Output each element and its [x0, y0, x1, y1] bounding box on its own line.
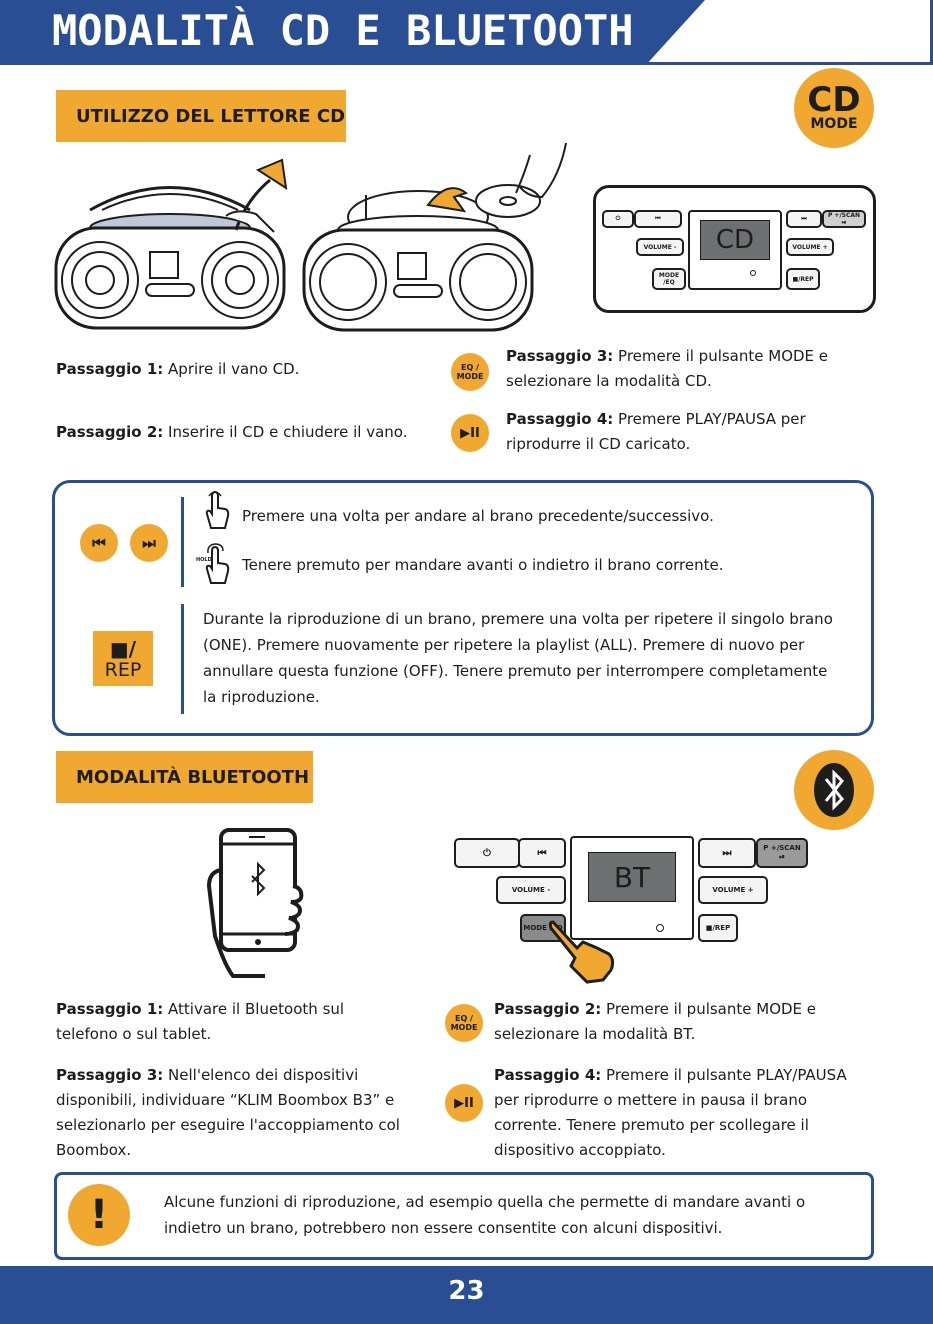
- bt-step-4-label: Passaggio 4:: [494, 1066, 602, 1084]
- warning-box: [54, 1172, 874, 1260]
- bluetooth-badge: [794, 750, 874, 830]
- cd-step-1-text: Aprire il vano CD.: [163, 360, 300, 378]
- bt-pscan-button[interactable]: P +/SCAN ⏯: [756, 838, 808, 868]
- cd-eq-mode-badge-text: EQ / MODE: [456, 363, 484, 381]
- cd-display-frame: CD: [688, 210, 782, 290]
- cd-pscan-label: P +/SCAN: [827, 212, 861, 219]
- bt-step-3: Passaggio 3: Nell'elenco dei dispositivi…: [56, 1063, 416, 1163]
- cd-control-panel: ⏻ ⏮ VOLUME - MODE /EQ CD ⏭ P +/SCAN ⏯ VO…: [593, 185, 876, 313]
- hold-label: HOLD: [196, 557, 212, 563]
- bt-pscan-label: P +/SCAN: [763, 844, 801, 852]
- rep-button-icon-top: ■/: [109, 636, 137, 661]
- pointing-hand-icon: [548, 920, 615, 984]
- info-divider-1: [181, 497, 184, 587]
- bt-step-4-text: Premere il pulsante PLAY/PAUSA per ripro…: [494, 1066, 847, 1159]
- cd-mode-badge-small: MODE: [810, 116, 858, 132]
- tap-finger-icon: [205, 490, 230, 529]
- cd-sensor-dot: [750, 270, 756, 276]
- cd-step-2-text: Inserire il CD e chiudere il vano.: [163, 423, 408, 441]
- warning-text: Alcune funzioni di riproduzione, ad esem…: [164, 1193, 806, 1237]
- next-track-icon-glyph: ⏭: [142, 533, 156, 552]
- cd-pscan-button[interactable]: P +/SCAN ⏯: [822, 210, 866, 228]
- bt-prev-button[interactable]: ⏮: [518, 838, 566, 868]
- cd-pscan-play-icon: ⏯: [841, 219, 847, 226]
- cd-mode-badge: CD MODE: [794, 68, 874, 148]
- bt-step-3-label: Passaggio 3:: [56, 1066, 164, 1084]
- bt-step-4: Passaggio 4: Premere il pulsante PLAY/PA…: [494, 1063, 874, 1163]
- cd-step-1: Passaggio 1: Aprire il vano CD.: [56, 357, 426, 382]
- cd-prev-button[interactable]: ⏮: [634, 210, 682, 228]
- cd-mode-eq-button[interactable]: MODE /EQ: [652, 268, 686, 290]
- bt-step-1: Passaggio 1: Attivare il Bluetooth sul t…: [56, 997, 386, 1047]
- cd-step-3-text: Premere il pulsante MODE e selezionare l…: [506, 347, 829, 390]
- bt-step-1-label: Passaggio 1:: [56, 1000, 164, 1018]
- boombox-insert-illustration: [302, 142, 567, 332]
- bt-display-text: BT: [613, 860, 651, 894]
- cd-step-3-label: Passaggio 3:: [506, 347, 614, 365]
- cd-display-text: CD: [715, 225, 755, 255]
- rep-button-icon-bottom: REP: [104, 658, 142, 681]
- hold-finger-icon: [205, 543, 230, 584]
- cd-power-button[interactable]: ⏻: [602, 210, 634, 228]
- cd-display-screen: CD: [700, 220, 770, 260]
- rep-button-icon: ■/ REP: [93, 631, 153, 686]
- page-number: 23: [448, 1276, 485, 1306]
- cd-step-4-text: Premere PLAY/PAUSA per riprodurre il CD …: [506, 410, 806, 453]
- header-rule: [0, 62, 933, 65]
- bt-display-screen: BT: [588, 852, 676, 902]
- header-band: [0, 0, 705, 62]
- press-hold-text: Tenere premuto per mandare avanti o indi…: [242, 556, 724, 574]
- bt-sensor-dot: [656, 924, 664, 932]
- bluetooth-icon: [814, 763, 854, 817]
- bt-step-3-text: Nell'elenco dei dispositivi disponibili,…: [56, 1066, 400, 1159]
- prev-track-icon: ⏮: [80, 524, 118, 562]
- cd-step-3: Passaggio 3: Premere il pulsante MODE e …: [506, 344, 866, 394]
- bt-eq-mode-badge: EQ / MODE: [445, 1004, 483, 1042]
- cd-step-2: Passaggio 2: Inserire il CD e chiudere i…: [56, 420, 436, 445]
- page-title: MODALITÀ CD E BLUETOOTH: [52, 6, 634, 55]
- footer-band: [0, 1266, 933, 1324]
- bt-vol-plus-button[interactable]: VOLUME +: [698, 876, 768, 904]
- phone-illustration: [206, 828, 304, 978]
- cd-play-pause-icon: ▶II: [460, 425, 480, 441]
- bt-eq-mode-badge-text: EQ / MODE: [450, 1014, 478, 1032]
- bt-power-button[interactable]: ⏻: [454, 838, 520, 868]
- cd-eq-mode-badge: EQ / MODE: [451, 353, 489, 391]
- cd-vol-minus-button[interactable]: VOLUME -: [636, 238, 684, 256]
- bt-step-1-text: Attivare il Bluetooth sul telefono o sul…: [56, 1000, 345, 1043]
- bt-step-2-label: Passaggio 2:: [494, 1000, 602, 1018]
- bt-pscan-play-icon: ⏯: [779, 853, 785, 861]
- bt-section-label: MODALITÀ BLUETOOTH: [56, 751, 313, 803]
- prev-track-icon-glyph: ⏮: [92, 533, 106, 552]
- bt-vol-minus-button[interactable]: VOLUME -: [496, 876, 566, 904]
- info-box: [52, 480, 874, 736]
- bt-display-frame: BT: [570, 836, 694, 940]
- warning-icon-glyph: !: [89, 1192, 109, 1238]
- cd-step-4: Passaggio 4: Premere PLAY/PAUSA per ripr…: [506, 407, 866, 457]
- next-track-icon: ⏭: [130, 524, 168, 562]
- bt-next-button[interactable]: ⏭: [698, 838, 756, 868]
- cd-step-2-label: Passaggio 2:: [56, 423, 164, 441]
- cd-section-label: UTILIZZO DEL LETTORE CD: [56, 90, 346, 142]
- bt-play-pause-badge: ▶II: [445, 1084, 483, 1122]
- cd-mode-badge-big: CD: [807, 80, 861, 120]
- cd-vol-plus-button[interactable]: VOLUME +: [786, 238, 834, 256]
- right-edge-rule: [930, 0, 933, 62]
- warning-icon: !: [68, 1184, 130, 1246]
- cd-play-pause-badge: ▶II: [451, 414, 489, 452]
- cd-step-4-label: Passaggio 4:: [506, 410, 614, 428]
- rep-text: Durante la riproduzione di un brano, pre…: [203, 610, 833, 706]
- cd-next-button[interactable]: ⏭: [786, 210, 822, 228]
- info-divider-2: [181, 604, 184, 714]
- bt-control-panel: ⏻ ⏮ VOLUME - MODE /EQ BT ⏭ P +/SCAN ⏯ VO…: [450, 834, 810, 984]
- cd-step-1-label: Passaggio 1:: [56, 360, 164, 378]
- bt-step-2-text: Premere il pulsante MODE e selezionare l…: [494, 1000, 817, 1043]
- bt-rep-button[interactable]: ■/REP: [698, 914, 738, 942]
- press-once-text: Premere una volta per andare al brano pr…: [242, 507, 714, 525]
- bt-play-pause-icon: ▶II: [454, 1095, 474, 1111]
- boombox-open-illustration: [54, 158, 288, 330]
- bt-step-2: Passaggio 2: Premere il pulsante MODE e …: [494, 997, 854, 1047]
- cd-rep-button[interactable]: ■/REP: [786, 268, 820, 290]
